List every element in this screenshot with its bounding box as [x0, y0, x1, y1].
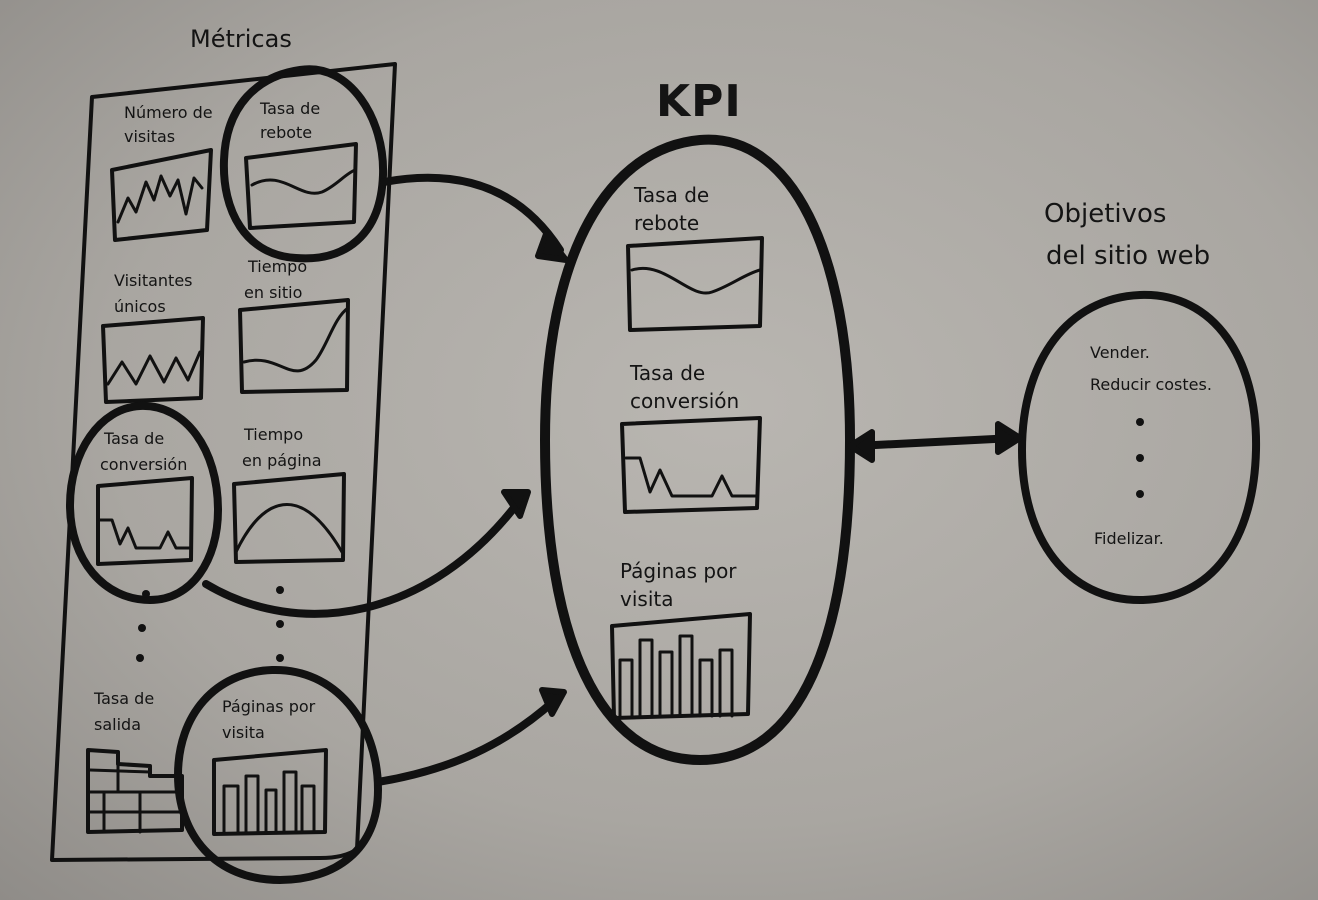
circle-tasa-rebote: [219, 65, 388, 263]
metrics-title: Métricas: [190, 25, 292, 53]
objectives-title: del sitio web: [1046, 241, 1211, 271]
kpi-ellipse: [540, 134, 855, 765]
kpi-label: Páginas por: [620, 559, 737, 583]
objectives-title: Objetivos: [1044, 199, 1167, 229]
kpi-label: conversión: [630, 389, 740, 413]
arrowhead-right: [995, 421, 1023, 455]
chart-paginas-visita-metric: [212, 748, 328, 836]
metric-label: Tasa de: [260, 99, 321, 118]
arrowhead-rebote: [535, 231, 569, 263]
arrow-conversion-to-kpi: [202, 496, 524, 618]
kpi-label: rebote: [634, 211, 700, 235]
metric-label: en página: [242, 451, 322, 470]
metric-label: Tiempo: [248, 257, 308, 276]
metric-label: Tasa de: [104, 429, 165, 448]
metric-label: Visitantes: [114, 271, 193, 290]
metric-label: Tasa de: [94, 689, 155, 708]
metric-label: visita: [222, 723, 265, 742]
chart-tasa-conversion-kpi: [620, 416, 762, 514]
arrowhead-left: [847, 429, 875, 463]
objective-item: Reducir costes.: [1090, 375, 1212, 394]
circle-tasa-conversion: [66, 401, 222, 604]
metric-label: Páginas por: [222, 697, 316, 716]
chart-numero-visitas: [110, 148, 213, 242]
ellipsis-dot: [276, 586, 284, 594]
arrow-paginas-to-kpi: [374, 696, 559, 786]
ellipsis-dot: [138, 624, 146, 632]
metric-label: visitas: [124, 127, 176, 146]
chart-tasa-rebote-kpi: [626, 236, 764, 332]
ellipsis-dot: [142, 590, 150, 598]
arrowhead-paginas: [539, 687, 567, 717]
objective-item: Vender.: [1090, 343, 1150, 362]
metric-label: únicos: [114, 297, 166, 316]
kpi-title: KPI: [656, 76, 742, 127]
metric-label: salida: [94, 715, 141, 734]
chart-tasa-salida: [86, 748, 184, 834]
metric-label: Tiempo: [244, 425, 304, 444]
objectives-circle: [1018, 290, 1261, 604]
chart-visitantes-unicos: [101, 316, 205, 404]
ellipsis-dot: [1136, 490, 1144, 498]
arrow-kpi-objectives: [852, 434, 1018, 450]
metric-label: conversión: [100, 455, 188, 474]
objective-item: Fidelizar.: [1094, 529, 1164, 548]
ellipsis-dot: [1136, 418, 1144, 426]
chart-tasa-rebote-metric: [244, 142, 358, 230]
circle-paginas-visita: [174, 665, 382, 884]
chart-paginas-visita-kpi: [610, 612, 752, 720]
metric-label: rebote: [260, 123, 313, 142]
chart-tiempo-pagina: [232, 472, 346, 564]
chart-tiempo-sitio: [238, 298, 350, 394]
arrow-rebote-to-kpi: [380, 173, 564, 254]
ellipsis-dot: [136, 654, 144, 662]
ellipsis-dot: [1136, 454, 1144, 462]
metric-label: Número de: [124, 103, 213, 122]
kpi-label: visita: [620, 587, 674, 611]
ellipsis-dot: [276, 620, 284, 628]
chart-tasa-conversion-metric: [96, 476, 194, 566]
kpi-label: Tasa de: [634, 183, 710, 207]
kpi-label: Tasa de: [630, 361, 706, 385]
arrowhead-conversion: [501, 489, 531, 519]
ellipsis-dot: [276, 654, 284, 662]
metric-label: en sitio: [244, 283, 303, 302]
